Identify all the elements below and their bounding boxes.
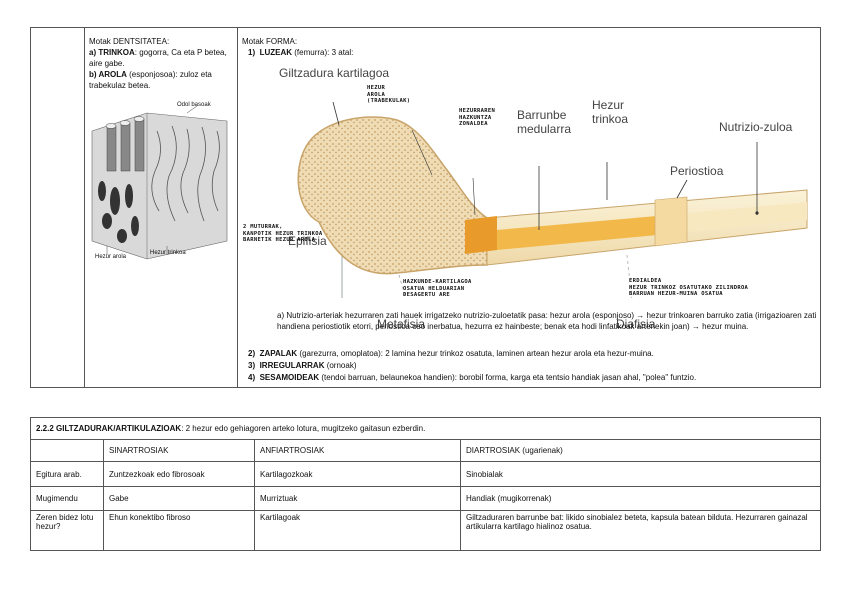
sesamoid-bones-item: 4) SESAMOIDEAK (tendoi barruan, belaunek… <box>248 372 818 383</box>
compact-bone-label: Hezur trinkoa <box>150 250 186 257</box>
table-row: Mugimendu Gabe Murriztuak Handiak (mugik… <box>31 486 821 511</box>
table-cell: Murriztuak <box>255 486 461 511</box>
cartilage-label: Giltzadura kartilagoa <box>279 66 389 80</box>
density-compact: a) TRINKOA: gogorra, Ca eta P betea, air… <box>89 47 235 69</box>
periosteum-label: Periostioa <box>670 164 723 178</box>
table-header-cell: DIARTROSIAK (ugarienak) <box>461 440 821 462</box>
density-spongy: b) AROLA (esponjosoa): zuloz eta trabeku… <box>89 69 235 91</box>
table-cell: Ehun konektibo fibroso <box>104 511 255 551</box>
row-label: Mugimendu <box>31 486 104 511</box>
handwritten-note-growth: HEZURRAREN HAZKUNTZA ZONALDEA <box>459 108 495 128</box>
table-header-cell: ANFIARTROSIAK <box>255 440 461 462</box>
column-divider <box>237 28 238 387</box>
table-cell: Kartilagoak <box>255 511 461 551</box>
table-header-cell: SINARTROSIAK <box>104 440 255 462</box>
handwritten-note-diaphysis: ERDIALDEA HEZUR TRINKOZ OSATUTAKO ZILIND… <box>629 278 748 298</box>
column-divider <box>84 28 85 387</box>
bone-types-table: Motak DENTSITATEA: a) TRINKOA: gogorra, … <box>30 27 821 388</box>
long-bones-item: 1) LUZEAK (femurra): 3 atal: <box>248 47 353 58</box>
table-header-cell <box>31 440 104 462</box>
table-row: Egitura arab. Zuntzezkoak edo fibrosoak … <box>31 462 821 487</box>
femur-diagram <box>247 70 817 298</box>
table-row: Zeren bidez lotu hezur? Ehun konektibo f… <box>31 511 821 551</box>
density-section: Motak DENTSITATEA: a) TRINKOA: gogorra, … <box>89 36 235 91</box>
table-cell: Gabe <box>104 486 255 511</box>
row-label: Egitura arab. <box>31 462 104 487</box>
medullary-cavity-label: Barrunbe medularra <box>517 108 571 136</box>
table-cell: Handiak (mugikorrenak) <box>461 486 821 511</box>
handwritten-note-epiphysis: 2 MUTURRAK, KANPOTIK HEZUR TRINKOA BARNE… <box>243 224 333 244</box>
density-title: Motak DENTSITATEA: <box>89 36 235 47</box>
blood-vessels-label: Odol basoak <box>177 102 211 109</box>
spongy-bone-label: Hezur arola <box>95 254 126 261</box>
irregular-bones-item: 3) IRREGULARRAK (ornoak) <box>248 360 818 371</box>
flat-bones-item: 2) ZAPALAK (garezurra, omoplatoa): 2 lam… <box>248 348 818 359</box>
shape-title: Motak FORMA: <box>242 36 297 47</box>
handwritten-note-metaphysis: HAZKUNDE-KARTILAGOA OSATUA HELDUARIAN DE… <box>403 279 472 299</box>
handwritten-note-spongy: HEZUR AROLA (TRABEKULAK) <box>367 85 410 105</box>
table-cell: Giltzaduraren barrunbe bat: likido sinob… <box>461 511 821 551</box>
row-label: Zeren bidez lotu hezur? <box>31 511 104 551</box>
joints-table: 2.2.2 GILTZADURAK/ARTIKULAZIOAK: 2 hezur… <box>30 417 821 551</box>
nutrient-foramen-label: Nutrizio-zuloa <box>719 120 792 134</box>
table-cell: Sinobialak <box>461 462 821 487</box>
nutrient-arteries-note: a) Nutrizio-arteriak hezurraren zati hau… <box>277 310 817 332</box>
table-cell: Kartilagozkoak <box>255 462 461 487</box>
joints-heading: 2.2.2 GILTZADURAK/ARTIKULAZIOAK: 2 hezur… <box>31 418 821 440</box>
bone-cross-section-illustration <box>87 101 237 261</box>
table-cell: Zuntzezkoak edo fibrosoak <box>104 462 255 487</box>
compact-bone-diagram-label: Hezur trinkoa <box>592 98 628 126</box>
